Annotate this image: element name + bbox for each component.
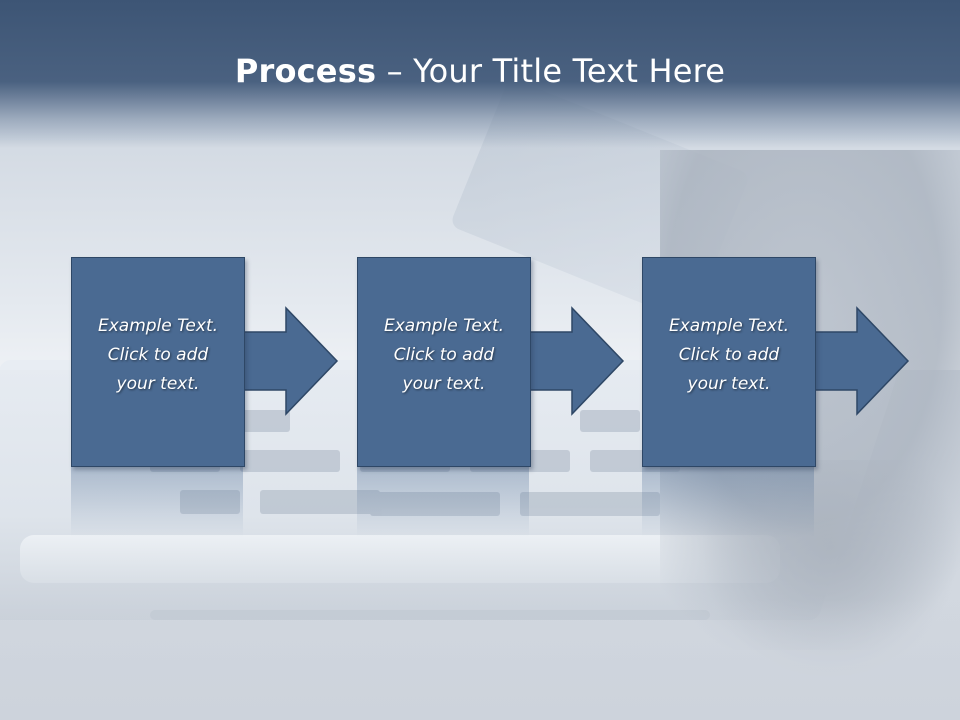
step-2-box[interactable]: Example Text. Click to add your text.	[357, 257, 531, 467]
step-1-box[interactable]: Example Text. Click to add your text.	[71, 257, 245, 467]
step-3-line-1: Example Text.	[668, 316, 790, 336]
arrow-right-icon	[240, 306, 339, 416]
step-1-line-1: Example Text.	[97, 316, 219, 336]
step-1-text: Example Text. Click to add your text.	[72, 312, 244, 399]
step-1-line-2: Click to add	[107, 345, 209, 365]
step-1-line-3: your text.	[116, 374, 200, 394]
slide-title[interactable]: Process – Your Title Text Here	[0, 52, 960, 90]
title-rest: – Your Title Text Here	[376, 52, 726, 90]
step-2-line-1: Example Text.	[383, 316, 505, 336]
step-3-box[interactable]: Example Text. Click to add your text.	[642, 257, 816, 467]
arrow-right-icon	[526, 306, 625, 416]
title-bold: Process	[234, 52, 377, 90]
step-2-line-3: your text.	[402, 374, 486, 394]
title-bar	[0, 0, 960, 148]
step-3-text: Example Text. Click to add your text.	[643, 312, 815, 399]
arrow-right-icon	[811, 306, 910, 416]
step-3-reflection	[642, 467, 814, 537]
background-fade	[0, 600, 960, 720]
step-3-line-3: your text.	[687, 374, 771, 394]
step-2-reflection	[357, 467, 529, 537]
background-laptop-edge	[20, 535, 780, 583]
step-2-text: Example Text. Click to add your text.	[358, 312, 530, 399]
step-1-reflection	[71, 467, 243, 537]
step-2-line-2: Click to add	[393, 345, 495, 365]
step-3-line-2: Click to add	[678, 345, 780, 365]
